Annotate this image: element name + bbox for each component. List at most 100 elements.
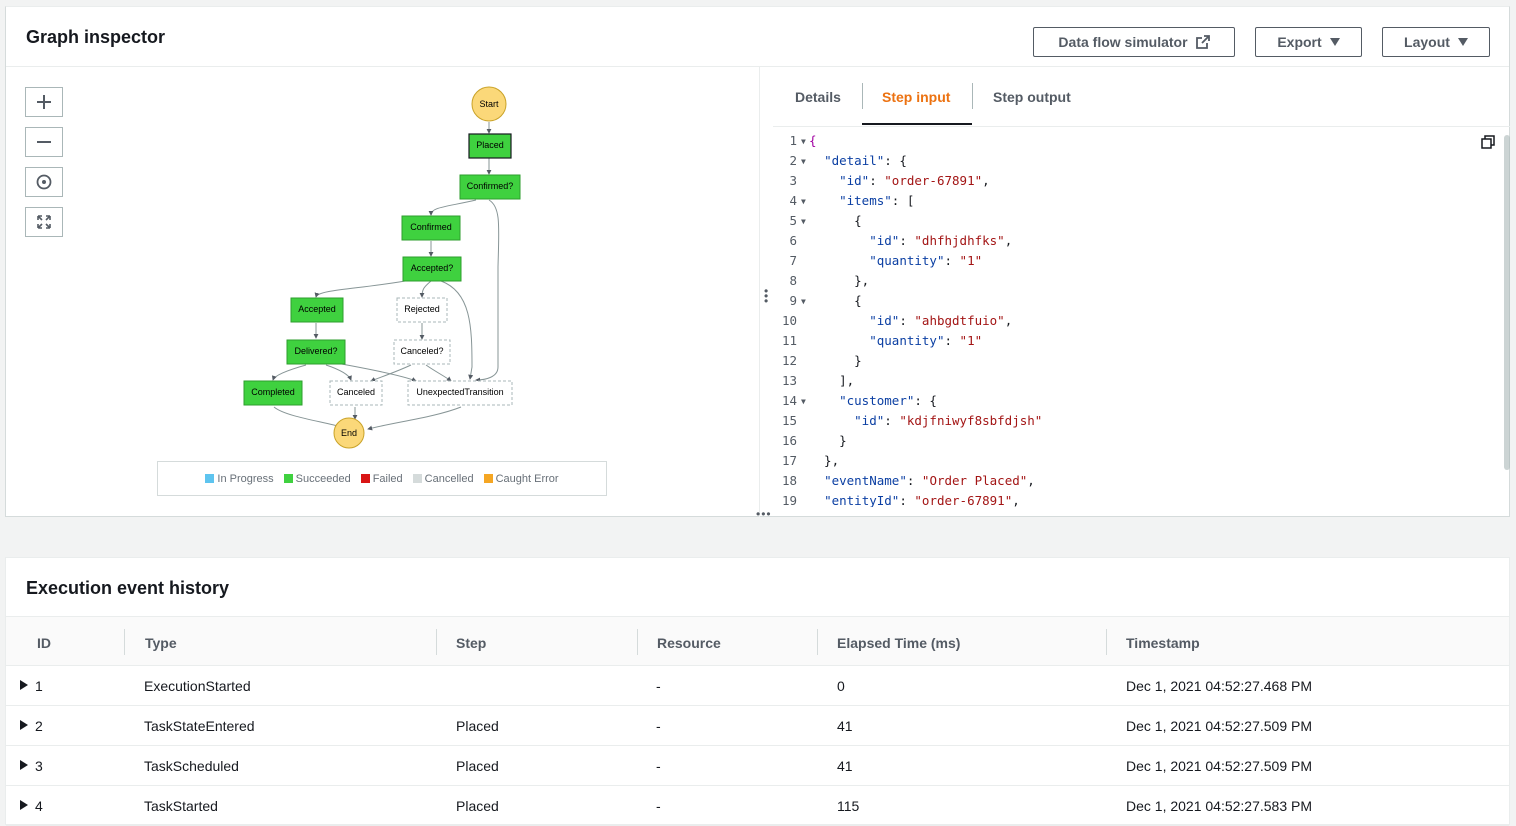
node-confirmed[interactable]: Confirmed xyxy=(401,215,461,241)
node-completed[interactable]: Completed xyxy=(243,380,303,406)
legend-label: Failed xyxy=(372,472,403,485)
node-accepted[interactable]: Accepted xyxy=(290,297,344,323)
node-accepted-choice[interactable]: Accepted? xyxy=(402,256,462,282)
column-divider xyxy=(637,629,638,655)
legend-swatch-caught-error xyxy=(483,474,493,483)
plus-icon xyxy=(37,95,51,109)
legend-item: Failed xyxy=(360,472,403,485)
code-line: 16 } xyxy=(773,433,1510,453)
line-number: 18 xyxy=(781,473,797,488)
node-confirmed-choice[interactable]: Confirmed? xyxy=(459,174,521,200)
cell-timestamp: Dec 1, 2021 04:52:27.509 PM xyxy=(1126,758,1313,774)
zoom-out-button[interactable] xyxy=(25,127,63,157)
expand-row-icon[interactable] xyxy=(20,720,28,730)
node-start[interactable]: Start xyxy=(471,86,507,122)
legend-item: Caught Error xyxy=(483,473,559,485)
node-rejected[interactable]: Rejected xyxy=(396,297,448,323)
center-graph-button[interactable] xyxy=(25,167,63,197)
tab-divider xyxy=(972,83,973,109)
caret-down-icon xyxy=(1457,38,1468,46)
cell-id: 4 xyxy=(35,798,43,814)
legend-item: Succeeded xyxy=(283,472,351,485)
column-header-id[interactable]: ID xyxy=(37,635,51,651)
column-divider xyxy=(436,629,437,655)
fold-toggle-icon[interactable]: ▼ xyxy=(801,217,806,226)
node-canceled[interactable]: Canceled xyxy=(329,380,383,406)
node-canceled-choice[interactable]: Canceled? xyxy=(393,339,451,365)
expand-row-icon[interactable] xyxy=(20,800,28,810)
code-line: 15 "id": "kdjfniwyf8sbfdjsh" xyxy=(773,413,1510,433)
layout-label: Layout xyxy=(1404,34,1450,50)
column-header-type[interactable]: Type xyxy=(145,635,177,651)
line-number: 1 xyxy=(789,133,797,148)
cell-id: 3 xyxy=(35,758,43,774)
line-number: 4 xyxy=(789,193,797,208)
column-header-elapsed[interactable]: Elapsed Time (ms) xyxy=(837,635,961,651)
column-header-timestamp[interactable]: Timestamp xyxy=(1126,635,1200,651)
code-line: 1▼{ xyxy=(773,133,1510,153)
svg-text:Rejected: Rejected xyxy=(404,304,440,314)
panel-title: Execution event history xyxy=(26,578,230,598)
fold-toggle-icon[interactable]: ▼ xyxy=(801,297,806,306)
layout-button[interactable]: Layout xyxy=(1382,27,1490,57)
tab-step-output[interactable]: Step output xyxy=(993,89,1071,105)
fold-toggle-icon[interactable]: ▼ xyxy=(801,137,806,146)
legend-label: Succeeded xyxy=(295,472,351,485)
node-unexpected-transition[interactable]: UnexpectedTransition xyxy=(407,380,513,406)
fold-toggle-icon[interactable]: ▼ xyxy=(801,197,806,206)
tab-step-input[interactable]: Step input xyxy=(882,89,951,105)
svg-text:Accepted: Accepted xyxy=(298,304,336,314)
line-number: 19 xyxy=(781,493,797,507)
cell-timestamp: Dec 1, 2021 04:52:27.509 PM xyxy=(1126,718,1313,734)
fold-toggle-icon[interactable]: ▼ xyxy=(801,157,806,166)
cell-resource: - xyxy=(656,758,661,774)
export-button[interactable]: Export xyxy=(1255,27,1362,57)
table-row[interactable]: 2 TaskStateEntered Placed - 41 Dec 1, 20… xyxy=(6,706,1509,746)
export-label: Export xyxy=(1277,34,1322,50)
execution-event-history-panel: Execution event history ID Type Step Res… xyxy=(5,557,1510,826)
copy-icon[interactable] xyxy=(1481,135,1495,149)
code-text: "id": "kdjfniwyf8sbfdjsh" xyxy=(854,413,1043,428)
code-line: 2▼ "detail": { xyxy=(773,153,1510,173)
column-header-step[interactable]: Step xyxy=(456,635,487,651)
table-row[interactable]: 3 TaskScheduled Placed - 41 Dec 1, 2021 … xyxy=(6,746,1509,786)
legend-swatch-cancelled xyxy=(412,474,422,483)
svg-text:Completed: Completed xyxy=(251,387,295,397)
json-code-viewer[interactable]: 1▼{2▼ "detail": {3 "id": "order-67891",4… xyxy=(773,133,1510,507)
line-number: 17 xyxy=(781,453,797,468)
cell-type: TaskStarted xyxy=(144,798,218,814)
node-delivered-choice[interactable]: Delivered? xyxy=(286,339,346,365)
legend-label: In Progress xyxy=(217,472,274,485)
table-row[interactable]: 1 ExecutionStarted - 0 Dec 1, 2021 04:52… xyxy=(6,666,1509,706)
step-detail-pane: Details Step input Step output 1▼{2▼ "de… xyxy=(773,67,1510,517)
data-flow-simulator-button[interactable]: Data flow simulator xyxy=(1033,27,1235,57)
node-end[interactable]: End xyxy=(333,417,365,449)
fit-to-screen-button[interactable] xyxy=(25,207,63,237)
node-placed[interactable]: Placed xyxy=(468,133,512,159)
svg-text:Start: Start xyxy=(479,99,499,109)
code-text: } xyxy=(809,433,847,448)
fold-toggle-icon[interactable]: ▼ xyxy=(801,397,806,406)
graph-canvas[interactable]: Start End Placed Confirmed? Confirmed Ac… xyxy=(6,67,759,517)
table-row[interactable]: 4 TaskStarted Placed - 115 Dec 1, 2021 0… xyxy=(6,786,1509,826)
cell-type: TaskStateEntered xyxy=(144,718,255,734)
cell-id: 1 xyxy=(35,678,43,694)
code-line: 9▼ { xyxy=(773,293,1510,313)
column-divider xyxy=(817,629,818,655)
column-header-resource[interactable]: Resource xyxy=(657,635,721,651)
expand-row-icon[interactable] xyxy=(20,680,28,690)
horizontal-drag-handle-icon[interactable]: ••• xyxy=(756,507,772,521)
zoom-in-button[interactable] xyxy=(25,87,63,117)
tab-details[interactable]: Details xyxy=(795,89,841,105)
code-scrollbar[interactable] xyxy=(1504,135,1510,470)
expand-row-icon[interactable] xyxy=(20,760,28,770)
state-machine-graph: Start End Placed Confirmed? Confirmed Ac… xyxy=(243,86,521,449)
legend-item: Cancelled xyxy=(412,473,474,485)
line-number: 14 xyxy=(781,393,797,408)
code-text: ], xyxy=(809,373,855,388)
vertical-splitter[interactable]: ••• xyxy=(759,67,773,517)
drag-handle-icon: ••• xyxy=(764,284,769,308)
code-text: "quantity": "1" xyxy=(869,333,983,348)
code-line: 13 ], xyxy=(773,373,1510,393)
cell-elapsed: 115 xyxy=(837,798,860,814)
